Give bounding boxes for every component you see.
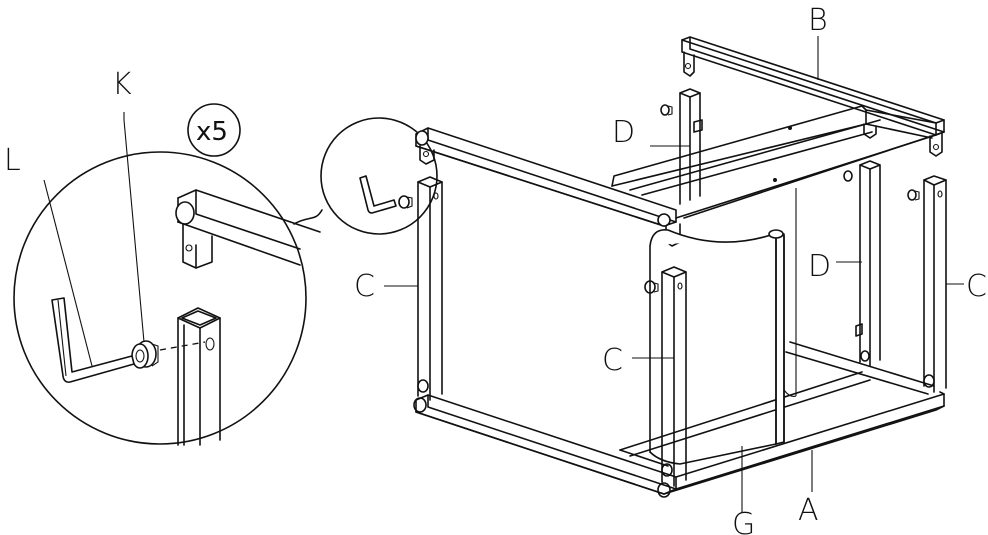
label-d-right: D bbox=[808, 249, 831, 284]
detail-circle-large bbox=[13, 151, 307, 445]
leader-k bbox=[123, 112, 145, 343]
leader-l bbox=[43, 179, 93, 367]
part-a-bottom-frame bbox=[415, 341, 945, 495]
label-d-upper: D bbox=[612, 115, 635, 150]
label-a: A bbox=[798, 493, 819, 528]
bolt-right-post bbox=[907, 189, 917, 201]
bolt-top-center bbox=[657, 213, 671, 227]
bolt-d-right bbox=[843, 170, 853, 182]
detail-connector bbox=[293, 209, 323, 225]
detail-zoom-large bbox=[13, 112, 323, 446]
label-b: B bbox=[808, 3, 828, 38]
detail-zoom-small bbox=[320, 117, 438, 235]
part-c-left-post bbox=[413, 176, 443, 413]
part-d-right-post bbox=[843, 160, 881, 367]
top-front-rail bbox=[415, 127, 681, 247]
bolt-k bbox=[131, 340, 159, 369]
bolt-left-lower bbox=[417, 379, 429, 393]
detail-bolt-head bbox=[175, 201, 195, 225]
part-d-back-post bbox=[660, 88, 703, 205]
frame-main bbox=[413, 36, 947, 498]
label-k: K bbox=[112, 67, 132, 102]
label-c-right: C bbox=[966, 269, 987, 304]
label-c-left: C bbox=[354, 269, 375, 304]
part-c-front-post bbox=[644, 266, 687, 498]
small-bolt bbox=[398, 195, 410, 209]
detail-alignment-line bbox=[159, 341, 206, 351]
label-quantity: x5 bbox=[196, 117, 228, 147]
small-allen-key bbox=[359, 175, 397, 214]
part-g-curved-panel bbox=[649, 188, 797, 465]
quantity-badge bbox=[187, 103, 241, 157]
bolt-d-upper bbox=[660, 104, 670, 116]
label-g: G bbox=[732, 507, 755, 535]
label-l: L bbox=[4, 143, 21, 178]
part-c-right-post bbox=[907, 175, 947, 393]
part-b-top-frame bbox=[611, 36, 945, 219]
detail-post-hole bbox=[205, 337, 215, 351]
allen-key-l bbox=[51, 297, 135, 383]
label-c-center: C bbox=[602, 343, 623, 378]
bolt-top-left bbox=[415, 130, 429, 146]
